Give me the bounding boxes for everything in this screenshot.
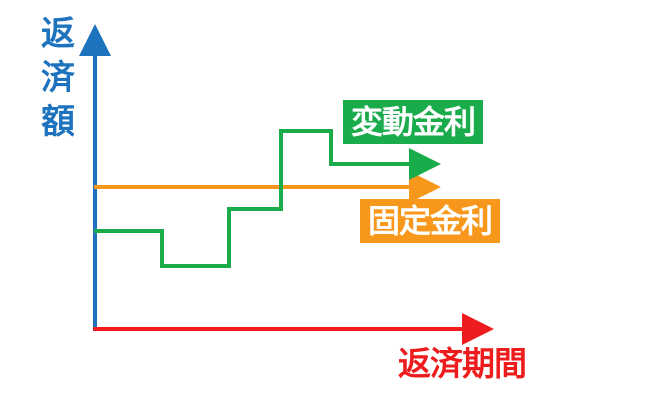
y-label-char: 返 bbox=[41, 14, 75, 54]
x-axis-label: 返済期間 bbox=[398, 344, 527, 383]
fixed-rate-tag: 固定金利 bbox=[360, 199, 501, 243]
y-label-char: 済 bbox=[41, 58, 75, 98]
y-axis-label: 返 済 額 bbox=[38, 12, 78, 144]
variable-rate-tag: 変動金利 bbox=[343, 100, 484, 144]
y-label-char: 額 bbox=[41, 102, 75, 142]
variable-rate-line bbox=[94, 129, 441, 268]
